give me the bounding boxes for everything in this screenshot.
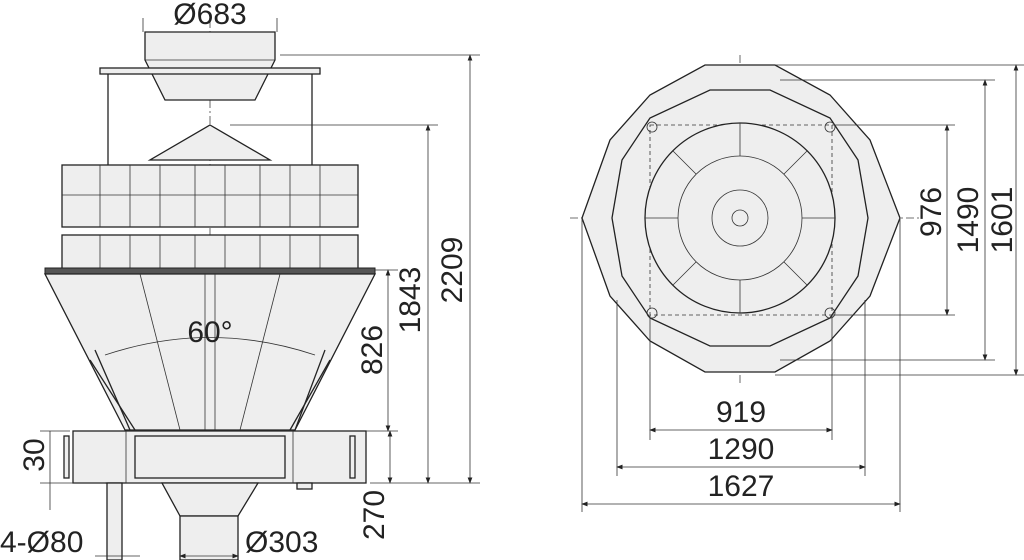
cone-angle-label: 60°	[187, 316, 232, 349]
top-view: 919 1290 1627 976 1490 1601	[570, 55, 1024, 512]
bucket-height-label: 1843	[394, 267, 427, 334]
overall-width-label: 1627	[708, 470, 775, 503]
inner-depth-label: 976	[915, 187, 948, 237]
frame-depth-label: 1490	[952, 187, 985, 254]
foot-diameter-label: 4-Ø80	[0, 526, 83, 559]
cone-height-label: 826	[356, 325, 389, 375]
inner-width-label: 919	[716, 396, 766, 429]
hopper-diameter-label: Ø683	[173, 0, 246, 31]
outlet-height-label: 270	[358, 490, 391, 540]
front-view: 60° Ø683 2209 1843 826 270 30 4-Ø80	[0, 0, 480, 560]
lower-buckets	[61, 234, 359, 271]
collecting-funnel	[43, 273, 377, 431]
base-frame	[72, 430, 367, 484]
outlet-diameter-label: Ø303	[245, 526, 318, 559]
frame-width-label: 1290	[708, 433, 775, 466]
leg	[106, 482, 123, 560]
frame-height-label: 30	[18, 438, 51, 471]
upper-buckets	[61, 164, 359, 228]
overall-depth-label: 1601	[986, 187, 1019, 254]
top-hopper	[144, 31, 276, 101]
total-height-label: 2209	[436, 237, 469, 304]
